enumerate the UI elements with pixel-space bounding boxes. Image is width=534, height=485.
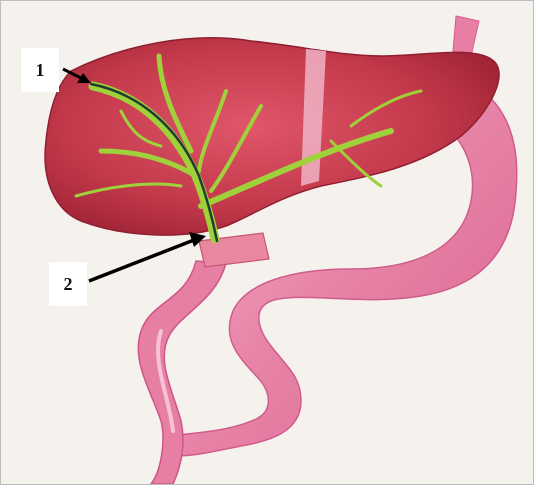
label-2: 2 [49,262,87,306]
label-2-text: 2 [64,274,73,295]
label-1: 1 [21,48,59,92]
label-1-text: 1 [36,60,45,81]
duodenum-cuff [199,233,269,267]
liver [45,38,499,235]
esophagus [453,16,479,56]
arrow-icon [89,232,206,281]
